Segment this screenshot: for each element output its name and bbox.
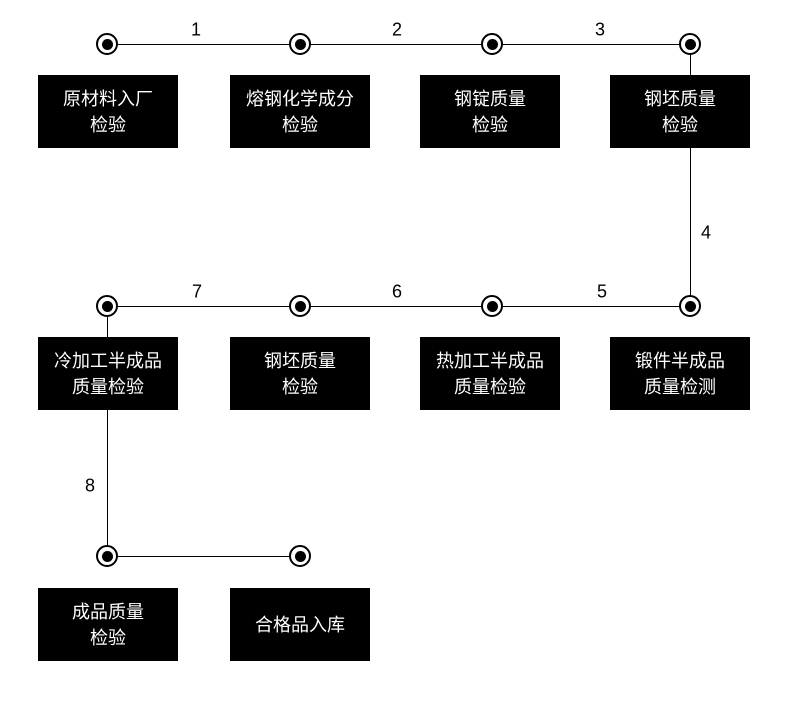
connector-node-2 (289, 33, 311, 55)
connector-node-5 (96, 295, 118, 317)
station-label-line: 检验 (282, 114, 318, 135)
edge-label-7: 7 (191, 281, 203, 302)
connector-node-8 (679, 295, 701, 317)
edge-label-5: 5 (596, 281, 608, 302)
station-steel-ingot-quality-inspection: 钢锭质量 检验 (420, 75, 560, 148)
node-dot (294, 550, 306, 562)
station-label-line: 热加工半成品 (436, 350, 544, 371)
station-finished-product-quality-inspection: 成品质量 检验 (38, 588, 178, 661)
connector-node-10 (289, 545, 311, 567)
node-dot (684, 38, 696, 50)
edge-label-6: 6 (391, 281, 403, 302)
edge-line-left-vertical (107, 306, 108, 556)
station-steel-billet-quality-inspection-top: 钢坯质量 检验 (610, 75, 750, 148)
edge-line-bottom-row (107, 556, 300, 557)
station-steel-billet-quality-inspection-mid: 钢坯质量 检验 (230, 337, 370, 410)
node-dot (294, 38, 306, 50)
edge-line-middle-row (107, 306, 690, 307)
connector-node-1 (96, 33, 118, 55)
station-label-line: 成品质量 (72, 601, 144, 622)
edge-label-8: 8 (84, 475, 96, 496)
station-raw-material-incoming-inspection: 原材料入厂 检验 (38, 75, 178, 148)
station-molten-steel-chemical-inspection: 熔钢化学成分 检验 (230, 75, 370, 148)
station-label-line: 原材料入厂 (63, 88, 153, 109)
node-dot (294, 300, 306, 312)
node-dot (101, 300, 113, 312)
station-qualified-product-warehousing: 合格品入库 (230, 588, 370, 661)
station-label-line: 质量检测 (644, 376, 716, 397)
edge-line-right-vertical (690, 44, 691, 306)
station-label-line: 质量检验 (72, 376, 144, 397)
station-label-line: 锻件半成品 (635, 350, 725, 371)
node-dot (486, 38, 498, 50)
station-cold-worked-semifinished-inspection: 冷加工半成品 质量检验 (38, 337, 178, 410)
station-label-line: 冷加工半成品 (54, 350, 162, 371)
station-label-line: 检验 (282, 376, 318, 397)
edge-line-top-row (107, 44, 690, 45)
connector-node-6 (289, 295, 311, 317)
station-label-line: 检验 (90, 114, 126, 135)
connector-node-4 (679, 33, 701, 55)
station-label-line: 钢锭质量 (454, 88, 526, 109)
edge-label-2: 2 (391, 19, 403, 40)
connector-node-3 (481, 33, 503, 55)
station-label-line: 质量检验 (454, 376, 526, 397)
station-label-line: 检验 (472, 114, 508, 135)
station-label-line: 钢坯质量 (644, 88, 716, 109)
edge-label-3: 3 (594, 19, 606, 40)
station-label-line: 检验 (662, 114, 698, 135)
edge-label-1: 1 (190, 19, 202, 40)
station-label-line: 熔钢化学成分 (246, 88, 354, 109)
connector-node-9 (96, 545, 118, 567)
station-hot-worked-semifinished-inspection: 热加工半成品 质量检验 (420, 337, 560, 410)
edge-label-4: 4 (700, 222, 712, 243)
node-dot (684, 300, 696, 312)
node-dot (101, 550, 113, 562)
station-label-line: 合格品入库 (255, 614, 345, 635)
node-dot (101, 38, 113, 50)
station-label-line: 检验 (90, 627, 126, 648)
connector-node-7 (481, 295, 503, 317)
station-label-line: 钢坯质量 (264, 350, 336, 371)
node-dot (486, 300, 498, 312)
station-forging-semifinished-testing: 锻件半成品 质量检测 (610, 337, 750, 410)
